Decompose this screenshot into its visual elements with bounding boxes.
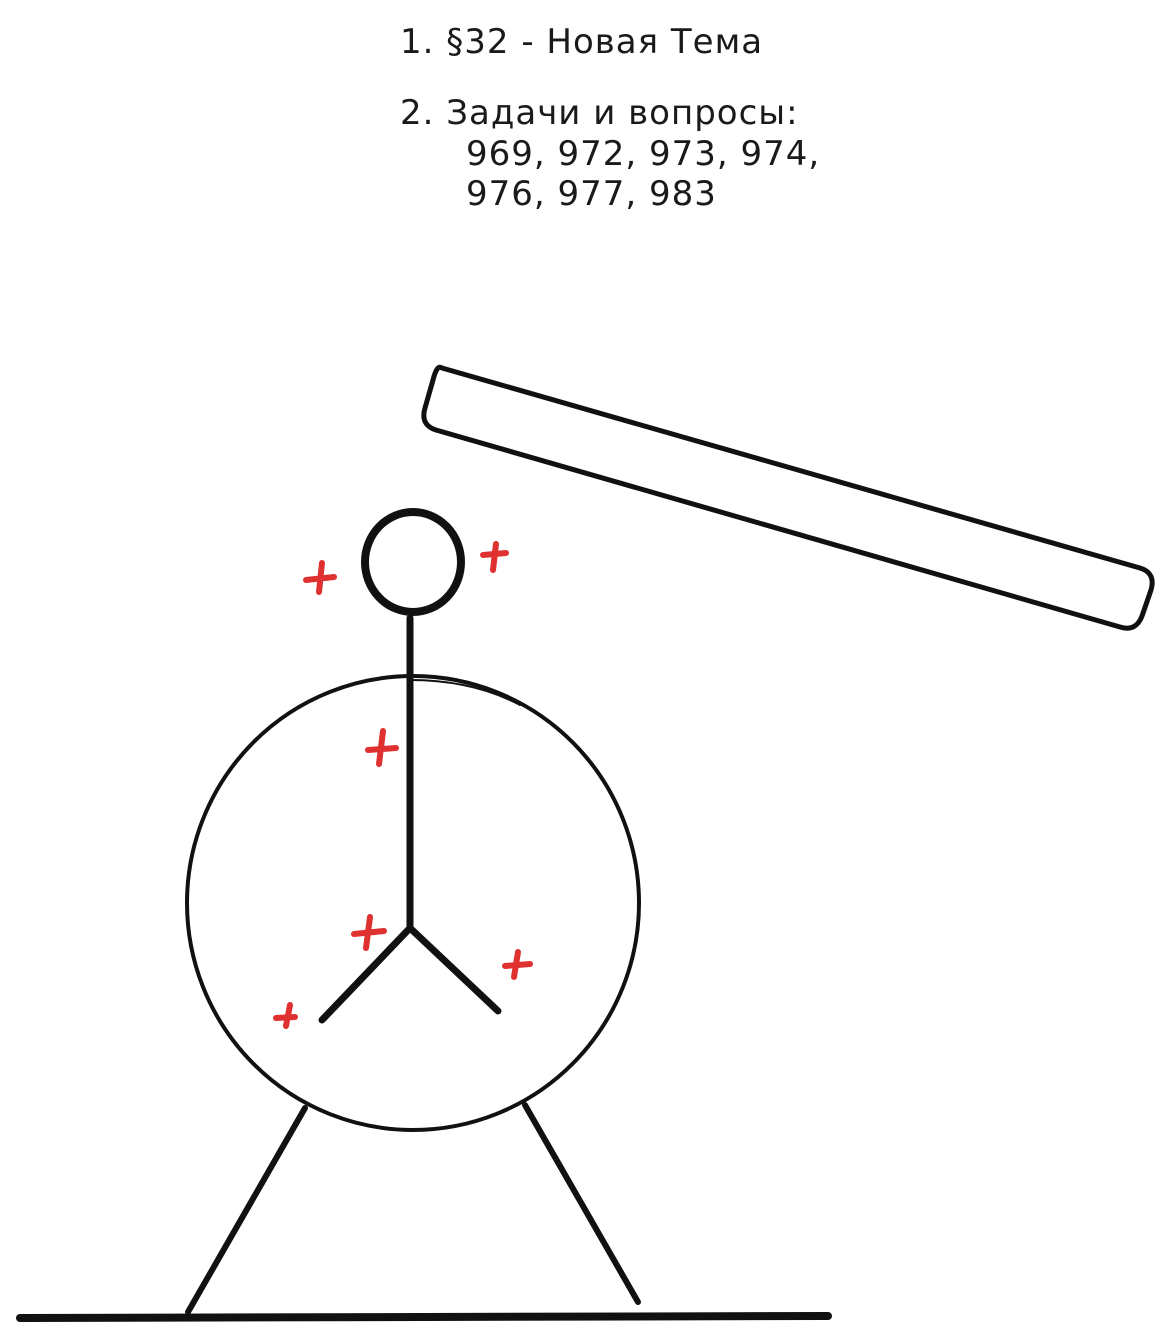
note-tasks-heading: 2. Задачи и вопросы: bbox=[400, 92, 799, 133]
note-topic: 1. §32 - Новая Тема bbox=[400, 22, 764, 62]
plus-mark bbox=[480, 541, 509, 573]
ground-line bbox=[16, 1312, 832, 1322]
charged-rod bbox=[421, 364, 1155, 631]
stand-leg-left bbox=[185, 1105, 308, 1315]
leaf-right bbox=[406, 924, 502, 1015]
leaf-left bbox=[318, 924, 414, 1024]
homework-notes: 1. §32 - Новая Тема 2. Задачи и вопросы:… bbox=[400, 22, 920, 215]
sphere-overstroke bbox=[409, 679, 521, 706]
plus-mark bbox=[351, 914, 387, 951]
note-task-numbers-1: 969, 972, 973, 974, bbox=[466, 133, 821, 174]
plus-mark bbox=[502, 949, 533, 980]
plus-mark bbox=[273, 1002, 298, 1029]
stand-leg-right bbox=[522, 1102, 641, 1305]
note-task-numbers-2: 976, 977, 983 bbox=[466, 174, 717, 215]
small-ball bbox=[361, 508, 465, 616]
plus-mark bbox=[365, 728, 399, 767]
plus-mark bbox=[303, 560, 337, 595]
